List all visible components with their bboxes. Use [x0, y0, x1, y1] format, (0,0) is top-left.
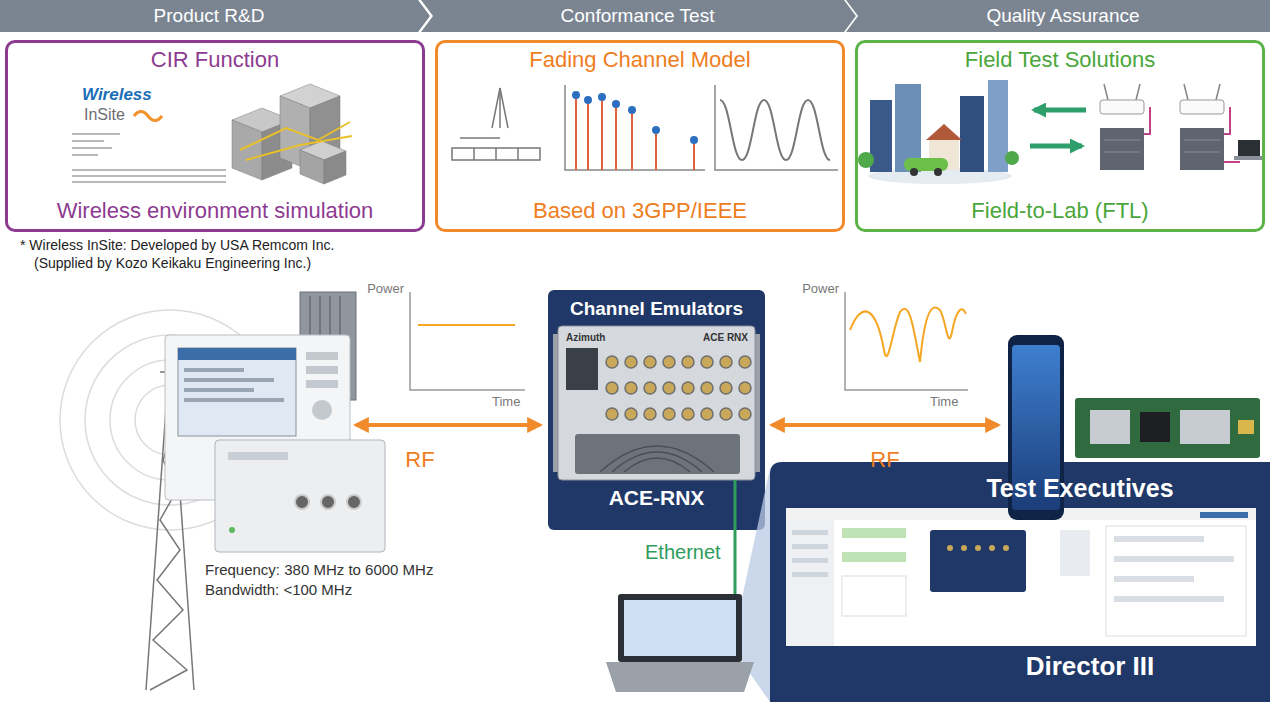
- emulator-panel: Channel EmulatorsACE-RNX: [548, 290, 765, 530]
- node-caption: ACE-RNX: [556, 484, 757, 512]
- node-caption: Wireless environment simulation: [16, 197, 414, 225]
- signal-label: RF: [405, 446, 434, 474]
- stage-chevron: Quality Assurance: [846, 0, 1270, 32]
- node-title: Test Executives: [910, 472, 1250, 504]
- device-model: ACE RNX: [703, 331, 748, 344]
- software-panel: Test ExecutivesDirector III: [770, 462, 1270, 702]
- node-title: Channel Emulators: [552, 296, 761, 322]
- logo-text: InSite: [84, 105, 125, 125]
- axis-label: Time: [492, 394, 520, 410]
- category-box: Field Test SolutionsField-to-Lab (FTL): [855, 40, 1265, 232]
- category-box: CIR FunctionWireless environment simulat…: [5, 40, 425, 232]
- axis-label: Time: [930, 394, 958, 410]
- stage-chevron: Conformance Test: [421, 0, 856, 32]
- node-caption: Director III: [930, 650, 1250, 682]
- footnote: (Supplied by Kozo Keikaku Engineering In…: [34, 254, 311, 272]
- node-title: Field Test Solutions: [866, 46, 1254, 74]
- device-brand: Azimuth: [566, 331, 605, 344]
- stage-chevron: Product R&D: [0, 0, 430, 32]
- node-title: Fading Channel Model: [446, 46, 834, 74]
- node-title: Quality Assurance: [860, 0, 1266, 32]
- spec-note: Bandwidth: <100 MHz: [205, 580, 352, 599]
- spec-note: Frequency: 380 MHz to 6000 MHz: [205, 560, 433, 579]
- axis-label: Power: [367, 281, 404, 297]
- footnote: * Wireless InSite: Developed by USA Remc…: [20, 236, 334, 254]
- node-title: CIR Function: [16, 46, 414, 74]
- axis-label: Power: [802, 281, 839, 297]
- node-caption: Based on 3GPP/IEEE: [446, 197, 834, 225]
- signal-label: RF: [870, 446, 899, 474]
- node-caption: Field-to-Lab (FTL): [866, 197, 1254, 225]
- category-box: Fading Channel ModelBased on 3GPP/IEEE: [435, 40, 845, 232]
- node-title: Conformance Test: [435, 0, 840, 32]
- connection-label: Ethernet: [645, 540, 721, 565]
- node-title: Product R&D: [4, 0, 414, 32]
- logo-text: Wireless: [82, 84, 152, 105]
